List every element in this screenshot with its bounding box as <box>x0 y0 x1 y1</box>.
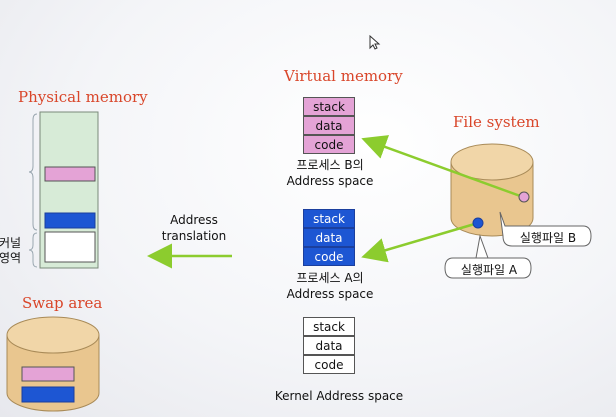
address-translation-label: Address translation <box>161 213 227 243</box>
kernel-data: data <box>303 336 355 355</box>
exec-b-label: 실행파일 B <box>519 231 577 245</box>
swap-cylinder-top <box>6 316 100 354</box>
kernel-stack: stack <box>303 317 355 336</box>
process-b-code: code <box>303 135 355 154</box>
user-region-bracket <box>28 113 38 231</box>
kernel-region-label: 커널 영역 <box>0 236 22 265</box>
file-system-title: File system <box>453 113 540 131</box>
exec-b-callout <box>499 211 592 247</box>
process-b-stack: stack <box>303 97 355 116</box>
process-b-data: data <box>303 116 355 135</box>
kernel-code: code <box>303 355 355 374</box>
kernel-caption: Kernel Address space <box>274 389 404 403</box>
swap-area-title: Swap area <box>22 294 103 312</box>
exec-a-arrow <box>361 221 479 263</box>
exec-b-arrow <box>361 135 524 199</box>
physical-memory-title: Physical memory <box>18 88 148 106</box>
physical-page-blue <box>44 212 96 229</box>
exec-b-dot <box>518 191 530 203</box>
swap-page-blue <box>21 386 75 403</box>
virtual-memory-title: Virtual memory <box>284 67 403 85</box>
mouse-cursor-icon <box>369 34 381 50</box>
process-a-data: data <box>303 228 355 247</box>
exec-a-dot <box>472 217 484 229</box>
swap-page-pink <box>21 366 75 382</box>
process-b-caption: 프로세스 B의 Address space <box>286 158 374 188</box>
kernel-page <box>44 231 96 263</box>
physical-page-pink <box>44 166 96 182</box>
file-system-cylinder-body <box>450 162 534 237</box>
process-a-caption: 프로세스 A의 Address space <box>286 271 374 301</box>
process-a-stack: stack <box>303 209 355 228</box>
exec-a-callout <box>444 234 532 279</box>
file-system-cylinder-top <box>450 143 534 181</box>
exec-a-label: 실행파일 A <box>460 263 518 277</box>
process-a-code: code <box>303 247 355 266</box>
kernel-region-bracket <box>28 232 38 268</box>
